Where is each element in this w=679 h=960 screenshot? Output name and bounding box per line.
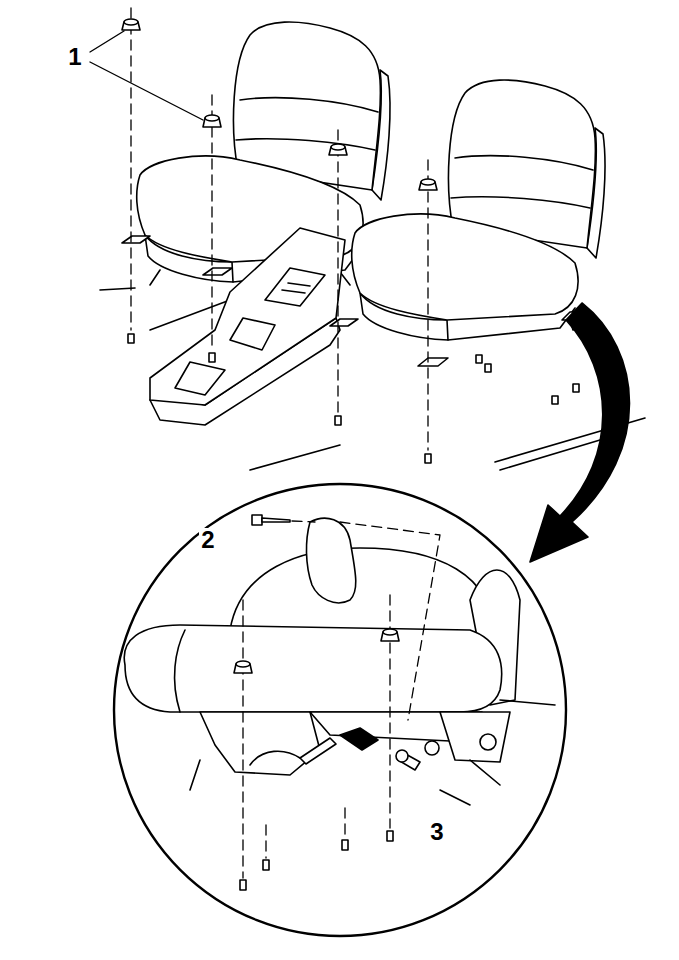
floor-studs — [128, 334, 579, 463]
callout-number: 2 — [199, 528, 216, 552]
seat-nuts — [122, 19, 437, 190]
trim-cover — [252, 515, 356, 603]
bolt-axis-lines — [131, 8, 428, 450]
detail-fasteners — [234, 629, 420, 890]
center-console — [150, 228, 345, 425]
floor-brackets — [122, 236, 588, 366]
detail-axis-lines — [243, 521, 440, 878]
callout-number: 3 — [428, 820, 445, 844]
detail-circle — [114, 484, 566, 936]
detail-arrow — [530, 303, 630, 562]
right-seat — [352, 80, 605, 340]
callout-number: 1 — [66, 45, 83, 69]
